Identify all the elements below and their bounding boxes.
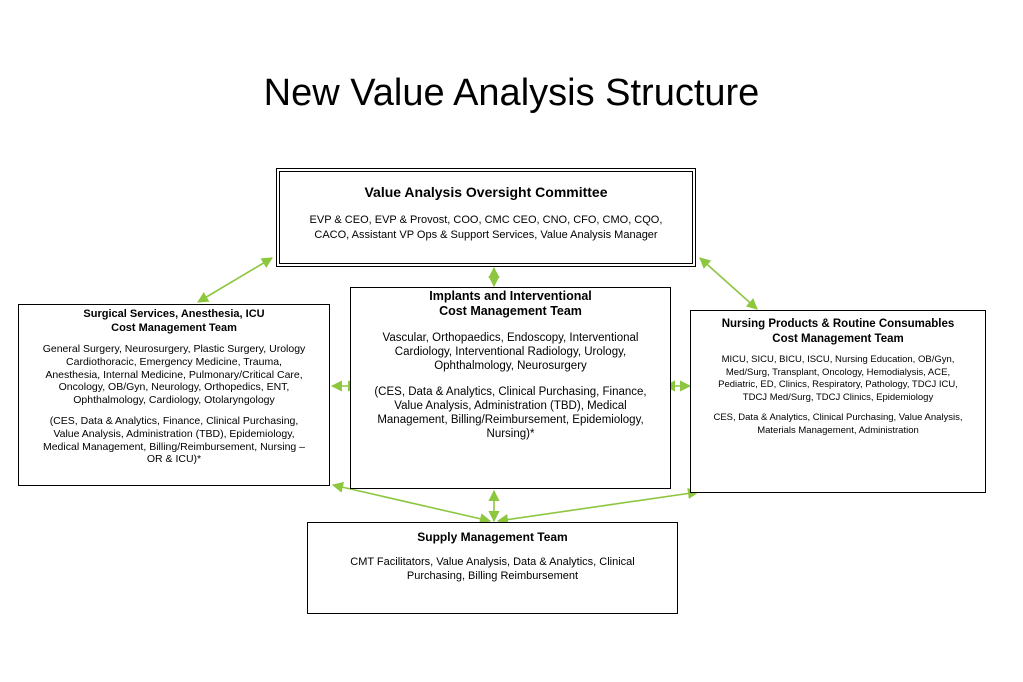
- nursing-team-box: Nursing Products & Routine Consumables C…: [690, 310, 986, 493]
- implants-team-title: Implants and Interventional Cost Managem…: [429, 289, 592, 318]
- supply-team-box: Supply Management Team CMT Facilitators,…: [307, 522, 678, 614]
- supply-team-members: CMT Facilitators, Value Analysis, Data &…: [350, 556, 635, 582]
- arrow-surgical-supply: [331, 481, 492, 525]
- implants-team-members: (CES, Data & Analytics, Clinical Purchas…: [374, 386, 647, 440]
- surgical-team-specialties: General Surgery, Neurosurgery, Plastic S…: [42, 343, 306, 407]
- nursing-team-title: Nursing Products & Routine Consumables C…: [721, 318, 955, 345]
- surgical-team-members: (CES, Data & Analytics, Finance, Clinica…: [42, 414, 306, 466]
- arrow-oversight-nursing: [699, 257, 758, 310]
- implants-team-box: Implants and Interventional Cost Managem…: [350, 287, 671, 489]
- supply-team-title: Supply Management Team: [417, 530, 568, 544]
- nursing-team-units: MICU, SICU, BICU, ISCU, Nursing Educatio…: [718, 354, 958, 403]
- nursing-team-members: CES, Data & Analytics, Clinical Purchasi…: [713, 412, 963, 436]
- surgical-team-title: Surgical Services, Anesthesia, ICU Cost …: [83, 308, 265, 334]
- oversight-committee-members: EVP & CEO, EVP & Provost, COO, CMC CEO, …: [309, 214, 663, 241]
- arrow-nursing-supply: [496, 487, 700, 526]
- arrow-oversight-surgical: [197, 257, 273, 303]
- oversight-committee-box: Value Analysis Oversight Committee EVP &…: [276, 168, 696, 267]
- oversight-committee-title: Value Analysis Oversight Committee: [364, 184, 608, 200]
- page-title: New Value Analysis Structure: [263, 72, 760, 114]
- surgical-team-box: Surgical Services, Anesthesia, ICU Cost …: [18, 304, 330, 486]
- implants-team-specialties: Vascular, Orthopaedics, Endoscopy, Inter…: [382, 332, 639, 372]
